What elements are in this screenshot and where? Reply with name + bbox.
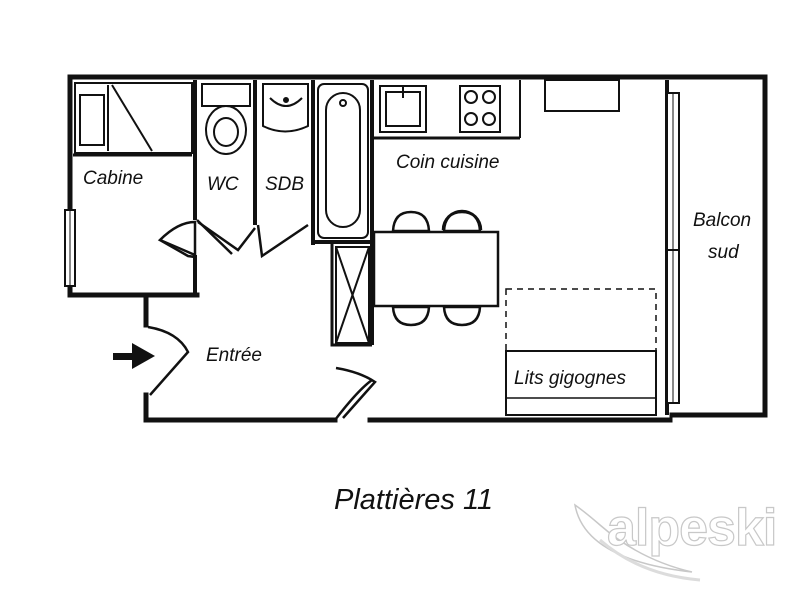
sink-icon [262, 83, 309, 133]
trundle-bed [505, 288, 657, 416]
kitchen-cabinet [544, 79, 620, 112]
balcony-door [666, 92, 680, 404]
doors [147, 219, 377, 421]
dining-table [372, 209, 500, 327]
label-cabine: Cabine [83, 168, 143, 189]
walls [67, 74, 768, 423]
alpeski-logo: alpeski [573, 498, 778, 582]
label-sud: sud [708, 242, 740, 263]
plan-caption: Plattières 11 [334, 484, 493, 516]
label-coin-cuisine: Coin cuisine [396, 152, 500, 173]
kitchen-sink-icon [379, 85, 427, 133]
label-entree: Entrée [206, 345, 262, 366]
toilet-icon [201, 83, 251, 155]
label-wc: WC [207, 174, 239, 195]
cabine-window [64, 209, 76, 287]
bathtub-icon [317, 83, 369, 239]
label-balcon: Balcon [693, 210, 751, 231]
label-lits-gigognes: Lits gigognes [514, 368, 626, 389]
cooktop-icon [459, 85, 501, 133]
entry-arrow-icon [113, 343, 155, 369]
logo-text: alpeski [607, 499, 776, 557]
label-sdb: SDB [265, 174, 304, 195]
cabine-bed [74, 82, 193, 154]
closet-icon [335, 246, 370, 344]
